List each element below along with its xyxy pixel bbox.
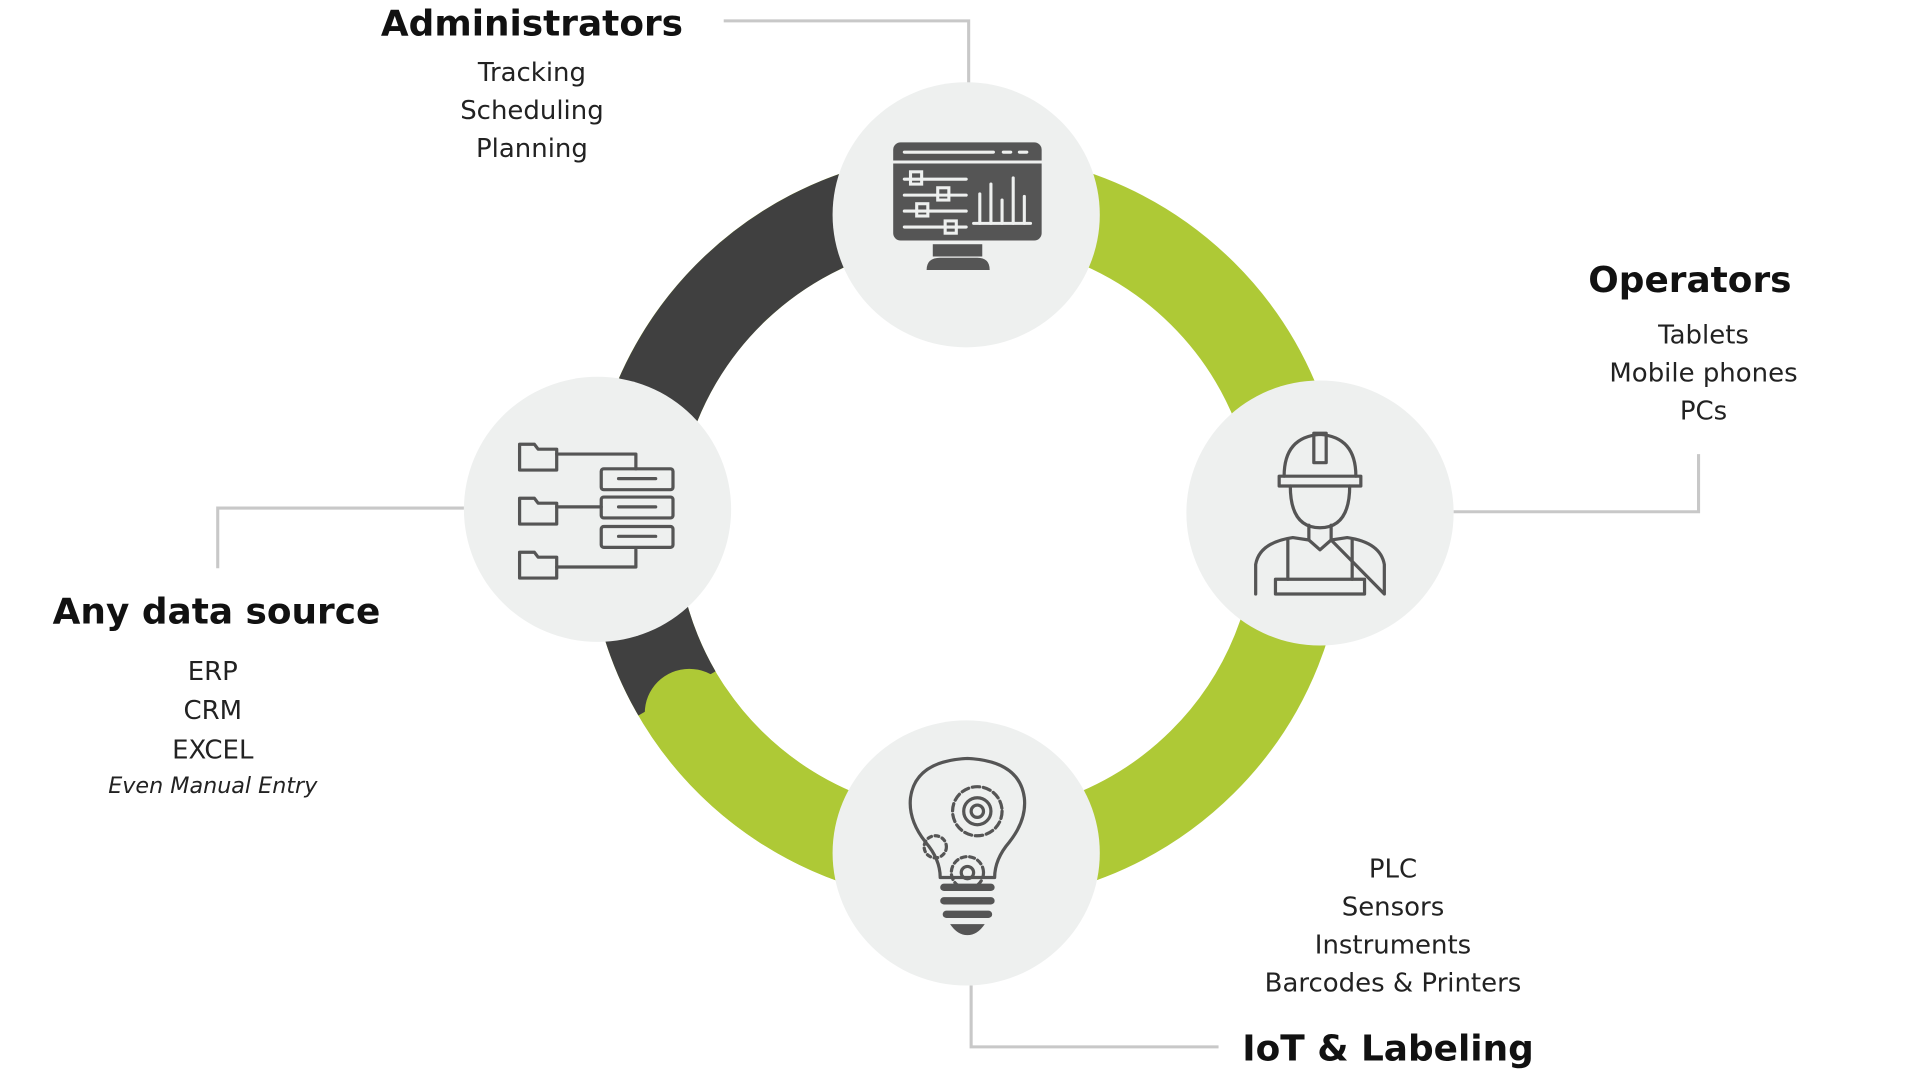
administrators-item: Planning (476, 134, 588, 164)
connector-data-source (216, 506, 464, 569)
node-iot (832, 720, 1100, 986)
iot-title: IoT & Labeling (1242, 1028, 1534, 1069)
monitor-dashboard-icon (891, 142, 1044, 270)
iot-item: Instruments (1315, 931, 1471, 961)
administrators-title: Administrators (381, 4, 683, 45)
iot-item: PLC (1369, 855, 1417, 885)
iot-item: Sensors (1342, 893, 1445, 923)
node-data-source (463, 376, 732, 642)
connector-administrators (723, 19, 971, 84)
iot-item: Barcodes & Printers (1265, 969, 1522, 999)
data-source-item: ERP (188, 657, 238, 687)
data-source-title: Any data source (53, 592, 381, 633)
administrators-item: Scheduling (460, 96, 603, 126)
operators-item: Tablets (1657, 321, 1749, 351)
data-source-item: EXCEL (172, 736, 254, 766)
operators-item: Mobile phones (1609, 359, 1797, 389)
connector-iot (969, 985, 1219, 1049)
folders-server-icon (517, 442, 675, 580)
lightbulb-gears-icon (908, 756, 1027, 936)
node-operators (1186, 380, 1454, 646)
administrators-item: Tracking (477, 58, 586, 88)
connector-operators (1453, 454, 1701, 514)
data-source-item: CRM (183, 696, 242, 726)
operators-title: Operators (1588, 260, 1791, 301)
operators-item: PCs (1680, 397, 1727, 427)
data-source-note: Even Manual Entry (108, 773, 318, 799)
worker-hardhat-icon (1254, 431, 1386, 596)
